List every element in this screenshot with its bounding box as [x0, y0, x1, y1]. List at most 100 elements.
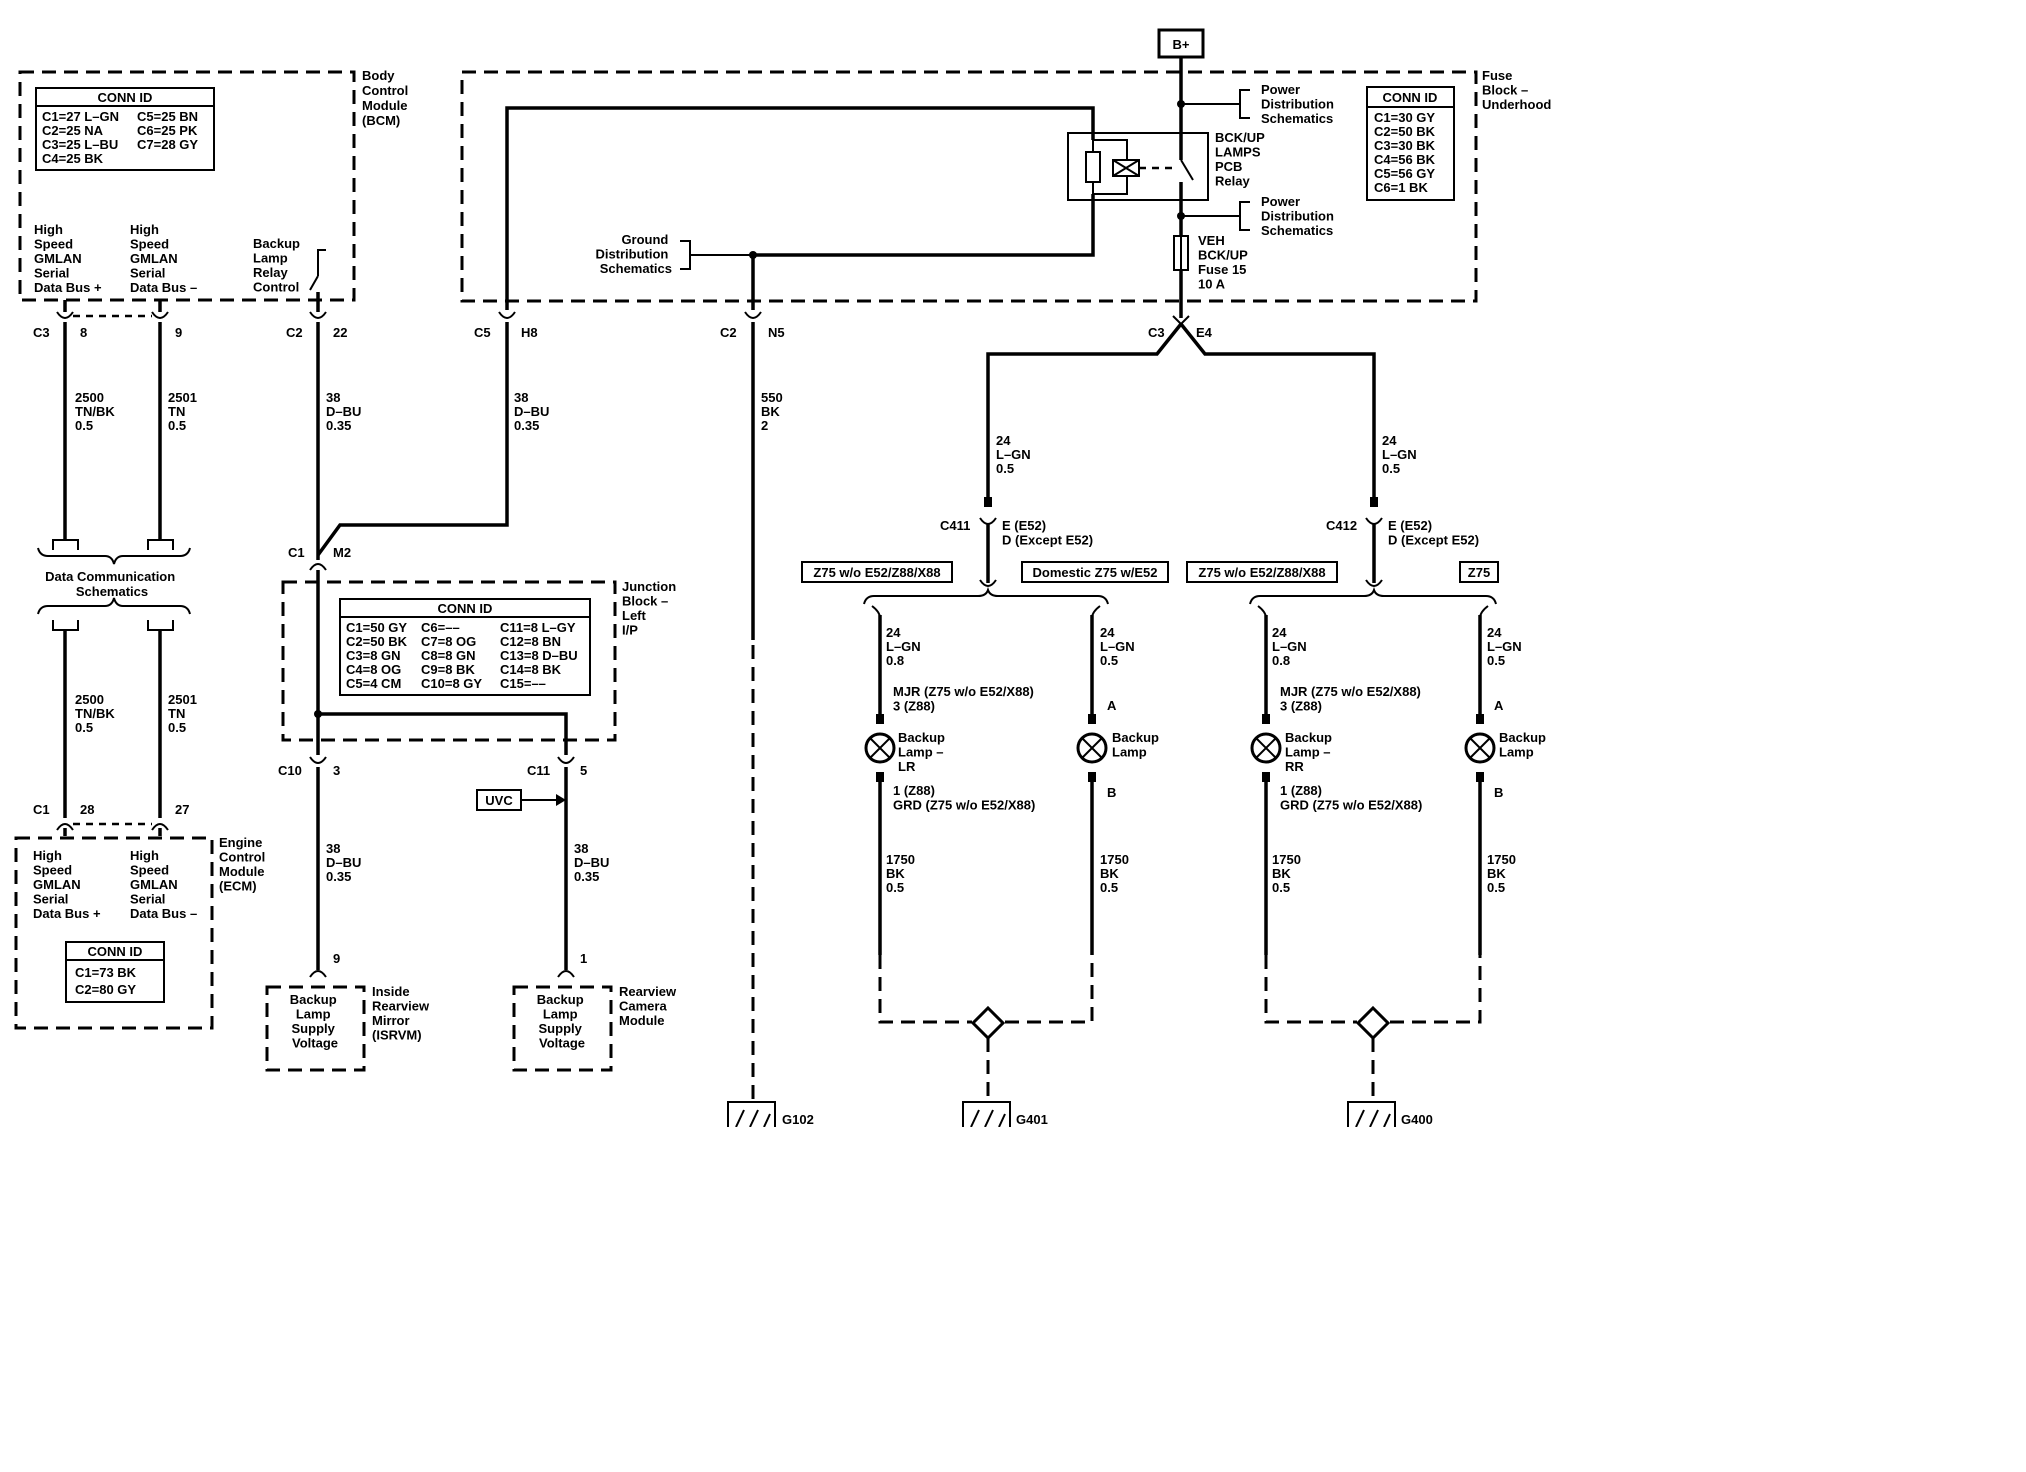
connector-c2-22-icon: [309, 311, 327, 319]
backup-lamp-rr-label: Backup Lamp – RR: [1285, 730, 1336, 774]
pin-label: 28: [80, 802, 94, 817]
relay-switch-icon: [1180, 159, 1194, 181]
junction-conn-row: C1=50 GY: [346, 620, 407, 635]
pin-label: B: [1107, 785, 1116, 800]
wire-550-ground: 550 BK 2 G102: [727, 322, 814, 1127]
junction-conn-row: C4=8 OG: [346, 662, 401, 677]
pin-label: 3: [333, 763, 340, 778]
fuse-block-name: Fuse Block – Underhood: [1482, 68, 1551, 112]
relay-diode-icon: [1085, 151, 1101, 183]
isrvm-outline: [265, 985, 366, 1072]
junction-conn-row: C12=8 BN: [500, 634, 561, 649]
wire-24-label: 24 L–GN 0.8: [1272, 625, 1310, 668]
wire-1750-label: 1750 BK 0.5: [1100, 852, 1133, 895]
bcm-conn-row: C6=25 PK: [137, 123, 198, 138]
ecm-module: C1 28 27 Engine Control Module (ECM) Hig…: [14, 802, 265, 1030]
bcm-conn-row: C1=27 L–GN: [42, 109, 119, 124]
wire-38-c2: 38 D–BU 0.35: [316, 322, 361, 560]
relay-control-switch-icon: [309, 249, 326, 291]
option-label: Z75 w/o E52/Z88/X88: [1198, 565, 1325, 580]
connector-c10-3-icon: [309, 756, 327, 764]
connector-c412-icon: [1365, 517, 1383, 525]
conn-label: C1: [33, 802, 50, 817]
wire-550-label: 550 BK 2: [761, 390, 786, 433]
wire-1750-label: 1750 BK 0.5: [1272, 852, 1305, 895]
right-backup-lamp-circuit: 24 L–GN 0.5 C412 E (E52) D (Except E52) …: [1186, 433, 1550, 1127]
ecm-conn-row: C2=80 GY: [75, 982, 136, 997]
bcm-conn-row: C7=28 GY: [137, 137, 198, 152]
option-box: [1459, 561, 1499, 583]
isrvm-name: Inside Rearview Mirror (ISRVM): [372, 984, 433, 1043]
fuse-block-conn-row: C1=30 GY: [1374, 110, 1435, 125]
wire-1750-label: 1750 BK 0.5: [1487, 852, 1520, 895]
fuse-block-connectors: C5 H8 C2 N5 C3 E4: [474, 311, 1213, 340]
conn-label: C3: [1148, 325, 1165, 340]
conn-label: C10: [278, 763, 302, 778]
backup-lamps-relay: [1067, 132, 1209, 201]
grd-label: 1 (Z88) GRD (Z75 w/o E52/X88): [1280, 783, 1422, 813]
bcm-conn-row: C2=25 NA: [42, 123, 104, 138]
mjr-label: MJR (Z75 w/o E52/X88) 3 (Z88): [893, 684, 1038, 714]
ground-splice-diamond-icon: [1355, 1005, 1391, 1041]
connector-c3-9-icon: [151, 311, 169, 319]
wiring-schematic: Body Control Module (BCM) CONN ID C1=27 …: [14, 28, 1551, 1127]
fuse-block-underhood: Fuse Block – Underhood CONN ID C1=30 GY …: [460, 28, 1551, 318]
bcm-conn-id-table: [35, 87, 215, 171]
wire-24-label: 24 L–GN 0.5: [1487, 625, 1525, 668]
wires-38-lower: 38 D–BU 0.35 38 D–BU 0.35 UVC: [316, 767, 609, 970]
data-comm-brace-lower: [37, 597, 191, 615]
junction-conn-title: CONN ID: [438, 601, 493, 616]
pin-label: B: [1494, 785, 1503, 800]
bcm-pin-relay-control: Backup Lamp Relay Control: [253, 236, 304, 295]
backup-lamp-label: Backup Lamp: [1499, 730, 1550, 760]
ground-label: G400: [1401, 1112, 1433, 1127]
junction-block-left-ip: C1 M2 Junction Block – Left I/P CONN ID …: [278, 545, 676, 778]
pin-label: 5: [580, 763, 587, 778]
wire-2501-label: 2501 TN 0.5: [168, 692, 201, 735]
ground-splice-diamond-icon: [970, 1005, 1006, 1041]
pin-label: M2: [333, 545, 351, 560]
battery-positive-box: [1157, 28, 1205, 59]
data-comm-schematics: Data Communication Schematics: [45, 569, 179, 599]
ecm-outline: [14, 836, 214, 1030]
option-brace: [863, 586, 1109, 605]
pin-label: H8: [521, 325, 538, 340]
relay-label: BCK/UP LAMPS PCB Relay: [1215, 130, 1268, 189]
ecm-conn-id-table: [65, 941, 165, 1003]
bcm-outline: [18, 70, 356, 302]
grd-label: 1 (Z88) GRD (Z75 w/o E52/X88): [893, 783, 1035, 813]
connector-pins: E (E52) D (Except E52): [1002, 518, 1093, 548]
connector-c1-28-icon: [56, 823, 74, 831]
data-bus-wires-upper: 2500 TN/BK 0.5 2501 TN 0.5: [37, 322, 197, 565]
option-box: [1021, 561, 1169, 583]
bcm-connectors: C3 8 9 C2 22: [33, 292, 347, 340]
camera-name: Rearview Camera Module: [619, 984, 680, 1028]
wire-38-label: 38 D–BU 0.35: [326, 841, 365, 884]
connector-pins: E (E52) D (Except E52): [1388, 518, 1479, 548]
fuse-block-conn-row: C5=56 GY: [1374, 166, 1435, 181]
fuse-block-conn-row: C6=1 BK: [1374, 180, 1428, 195]
bcm-pin-data-minus: High Speed GMLAN Serial Data Bus –: [130, 222, 197, 295]
connector-camera-1-icon: [557, 970, 575, 978]
camera-pin-label: Backup Lamp Supply Voltage: [537, 992, 588, 1051]
connector-c11-5-icon: [557, 756, 575, 764]
fuse-label: VEH BCK/UP Fuse 15 10 A: [1198, 233, 1251, 292]
pin-label: 22: [333, 325, 347, 340]
ecm-pin-data-minus: High Speed GMLAN Serial Data Bus –: [130, 848, 197, 921]
junction-conn-row: C11=8 L–GY: [500, 620, 576, 635]
ground-g400-icon: [1347, 1101, 1396, 1127]
pin-label: A: [1107, 698, 1117, 713]
pin-label: 9: [175, 325, 182, 340]
option-box: [1186, 561, 1338, 583]
option-label: Z75: [1468, 565, 1490, 580]
data-comm-brace-upper: [37, 547, 191, 565]
pin-label: 9: [333, 951, 340, 966]
conn-label: C2: [720, 325, 737, 340]
pin-label: N5: [768, 325, 785, 340]
conn-label: C5: [474, 325, 491, 340]
connector-c411-icon: [979, 517, 997, 525]
fuse-output-split: [986, 322, 1376, 505]
junction-block-conn-id-table: [339, 598, 591, 696]
ecm-conn-title: CONN ID: [88, 944, 143, 959]
fuse-block-conn-row: C3=30 BK: [1374, 138, 1436, 153]
